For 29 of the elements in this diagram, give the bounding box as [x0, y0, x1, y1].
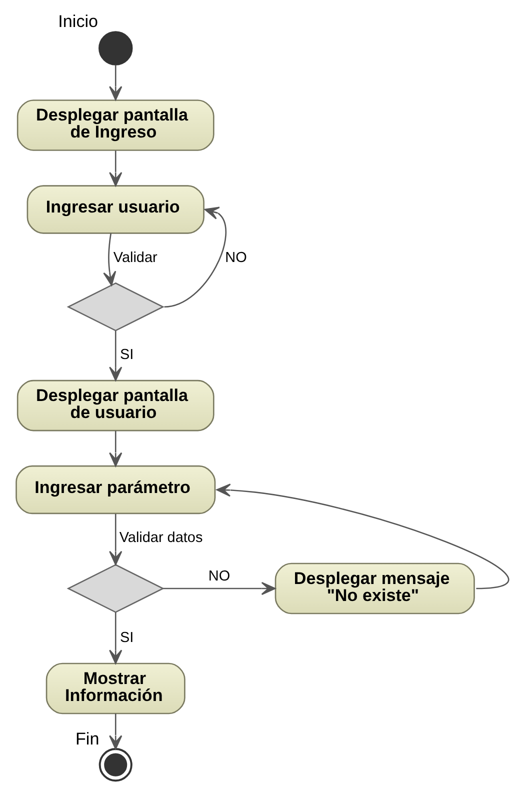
edge-label: NO: [208, 568, 230, 584]
arrow: [164, 206, 226, 308]
node-circle: [98, 748, 132, 782]
node-label: Fin: [75, 729, 100, 748]
node-box: Ingresar usuario: [26, 185, 204, 234]
edge-label: NO: [225, 250, 247, 266]
node-diamond: [66, 282, 164, 332]
node-circle: [98, 31, 133, 66]
arrow: [109, 330, 122, 381]
node-diamond: [66, 564, 164, 613]
arrow: [109, 514, 122, 566]
edge-label: SI: [120, 630, 134, 646]
arrow: [163, 582, 276, 596]
node-box: Ingresar parámetro: [16, 465, 216, 514]
arrow: [109, 64, 122, 100]
arrow: [216, 484, 508, 590]
arrow: [109, 150, 122, 186]
node-label: Inicio: [58, 12, 98, 32]
node-box: Desplegar pantalla de usuario: [16, 380, 214, 432]
edge-label: Validar datos: [119, 530, 203, 546]
node-box: Mostrar Información: [46, 662, 186, 714]
node-box: Desplegar pantalla de Ingreso: [16, 100, 214, 151]
edge-label: SI: [120, 347, 134, 364]
edge-label: Validar: [113, 250, 158, 266]
arrow: [109, 714, 122, 750]
arrow: [103, 233, 116, 286]
node-box: Desplegar mensaje "No existe": [274, 562, 475, 614]
arrow: [109, 612, 122, 664]
arrow: [109, 430, 122, 467]
